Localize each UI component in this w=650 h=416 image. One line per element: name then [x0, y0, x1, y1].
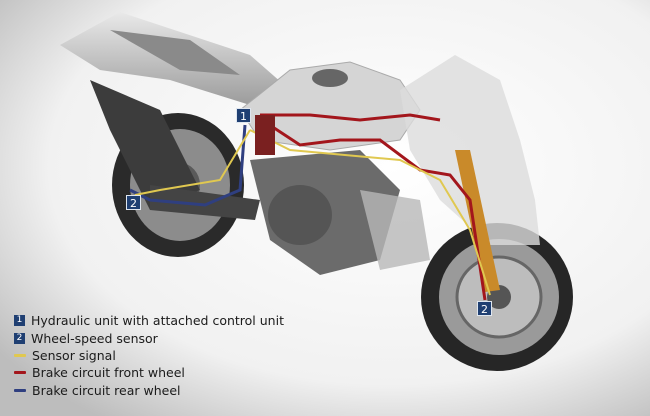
legend-swatch-blue: [14, 388, 26, 392]
legend-label: Brake circuit rear wheel: [32, 382, 181, 398]
legend-swatch-yellow: [14, 353, 26, 357]
front-wheel-speed-sensor-marker: 2: [477, 301, 492, 316]
legend-item-brake-front: Brake circuit front wheel: [14, 364, 284, 381]
legend-label: Hydraulic unit with attached control uni…: [31, 313, 284, 329]
legend-label: Wheel-speed sensor: [31, 330, 158, 346]
rear-wheel-speed-sensor-marker: 2: [126, 195, 141, 210]
legend: 1 Hydraulic unit with attached control u…: [14, 312, 284, 399]
hydraulic-unit-marker: 1: [236, 108, 251, 123]
legend-item-sensor-signal: Sensor signal: [14, 347, 284, 364]
legend-item-hydraulic-unit: 1 Hydraulic unit with attached control u…: [14, 312, 284, 329]
legend-box-1: 1: [14, 315, 25, 327]
legend-item-brake-rear: Brake circuit rear wheel: [14, 382, 284, 399]
legend-label: Sensor signal: [32, 347, 116, 363]
legend-item-wheel-speed-sensor: 2 Wheel-speed sensor: [14, 329, 284, 346]
front-wheel: [421, 223, 573, 371]
legend-box-2: 2: [14, 332, 25, 344]
legend-swatch-red: [14, 371, 26, 375]
legend-label: Brake circuit front wheel: [32, 365, 185, 381]
